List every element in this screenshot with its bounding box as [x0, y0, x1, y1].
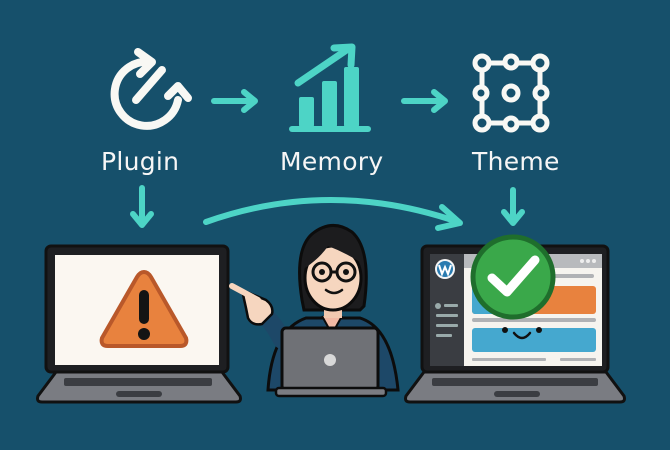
arrow-right-icon	[211, 89, 258, 113]
warning-triangle-icon	[99, 270, 189, 348]
check-circle-icon	[470, 234, 556, 320]
bar-chart-growth-icon	[289, 43, 371, 132]
person-illustration	[229, 224, 400, 398]
step-label-theme: Theme	[472, 147, 560, 176]
arrow-right-icon	[401, 89, 448, 113]
curved-arrow-icon	[203, 197, 463, 231]
step-label-plugin: Plugin	[101, 147, 180, 176]
step-label-memory: Memory	[280, 147, 384, 176]
refresh-arrows-icon	[110, 48, 192, 130]
wordpress-logo-icon	[435, 259, 455, 279]
arrow-down-icon	[501, 187, 525, 226]
arrow-down-icon	[130, 185, 154, 228]
smiley-face-icon	[502, 327, 542, 340]
theme-nodes-icon	[472, 53, 550, 133]
